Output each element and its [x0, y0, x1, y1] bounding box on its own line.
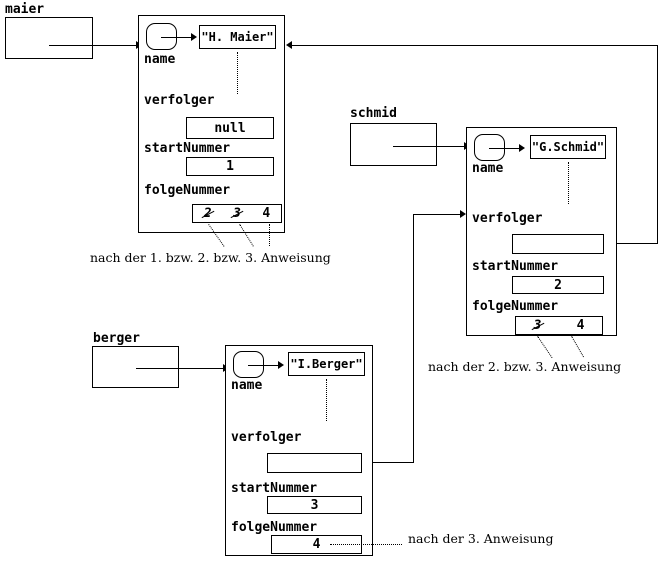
name-ref-arrow-berger [278, 361, 284, 369]
folgenummer-value-0-schmid: 3 [533, 318, 542, 333]
field-label-folgenummer-berger: folgeNummer [231, 520, 318, 535]
field-label-startnummer-schmid: startNummer [472, 259, 559, 274]
folgenummer-value-0-berger: 4 [312, 537, 321, 552]
startnummer-value-maier: 1 [186, 157, 274, 176]
incoming-ref-arrow-maier [286, 41, 292, 49]
field-label-startnummer-maier: startNummer [144, 141, 231, 156]
ref-line-schmid-to-maier-horizontal [291, 45, 658, 46]
field-label-name-schmid: name [472, 161, 504, 176]
variable-label-maier: maier [5, 2, 45, 17]
verfolger-value-berger [267, 453, 362, 473]
verfolger-value-schmid [512, 234, 604, 254]
ref-line-berger-verfolger-out [363, 462, 414, 463]
field-label-name-berger: name [231, 378, 263, 393]
name-ref-line-maier [161, 37, 193, 38]
pointer-line-berger [136, 368, 225, 369]
field-label-verfolger-maier: verfolger [144, 93, 215, 108]
folgenummer-value-1-schmid: 4 [576, 318, 585, 333]
name-value-maier: "H. Maier" [199, 25, 276, 49]
variable-box-schmid [350, 123, 437, 166]
dotted-connector-name-schmid [568, 162, 569, 204]
folgenummer-values-maier: 2 3 4 [192, 204, 282, 223]
ref-line-schmid-verfolger-out [600, 243, 658, 244]
caption-berger: nach der 3. Anweisung [408, 531, 554, 546]
name-ref-arrow-schmid [519, 144, 525, 152]
name-value-berger: "I.Berger" [288, 352, 365, 376]
field-label-verfolger-schmid: verfolger [472, 211, 543, 226]
pointer-line-schmid [393, 146, 466, 147]
field-label-verfolger-berger: verfolger [231, 430, 302, 445]
caption-leader-2-maier [269, 224, 270, 246]
caption-leader-0-berger [330, 544, 402, 545]
variable-box-maier [5, 17, 93, 59]
variable-label-schmid: schmid [350, 106, 397, 121]
name-ref-arrow-maier [191, 33, 197, 41]
caption-maier: nach der 1. bzw. 2. bzw. 3. Anweisung [90, 250, 331, 265]
name-ref-slot-schmid [474, 134, 505, 161]
folgenummer-value-1-maier: 3 [233, 206, 241, 221]
field-label-startnummer-berger: startNummer [231, 481, 318, 496]
folgenummer-value-2-maier: 4 [262, 206, 271, 221]
dotted-connector-name-berger [326, 379, 327, 421]
field-label-folgenummer-schmid: folgeNummer [472, 299, 559, 314]
dotted-connector-name-maier [237, 52, 238, 94]
caption-leader-1-schmid [571, 336, 584, 358]
field-label-name-maier: name [144, 52, 176, 67]
variable-label-berger: berger [93, 331, 140, 346]
field-label-folgenummer-maier: folgeNummer [144, 183, 231, 198]
name-ref-slot-berger [233, 351, 264, 378]
folgenummer-values-schmid: 3 4 [515, 316, 603, 335]
ref-line-berger-to-schmid-top [414, 214, 461, 215]
caption-leader-0-schmid [537, 336, 553, 359]
verfolger-value-maier: null [186, 117, 274, 139]
variable-box-berger [92, 346, 179, 388]
name-ref-line-schmid [489, 148, 521, 149]
ref-line-schmid-to-maier-vertical [657, 45, 658, 244]
pointer-line-maier [49, 45, 138, 46]
incoming-ref-arrow-schmid [460, 210, 466, 218]
caption-schmid: nach der 2. bzw. 3. Anweisung [428, 359, 622, 374]
object-box-berger [225, 345, 373, 556]
folgenummer-value-0-maier: 2 [203, 206, 212, 221]
name-ref-line-berger [248, 365, 280, 366]
name-value-schmid: "G.Schmid" [530, 135, 606, 159]
object-box-schmid [466, 127, 617, 336]
name-ref-slot-maier [146, 23, 177, 50]
startnummer-value-schmid: 2 [512, 276, 604, 294]
ref-line-berger-to-schmid-vertical [413, 214, 414, 463]
startnummer-value-berger: 3 [267, 496, 362, 514]
